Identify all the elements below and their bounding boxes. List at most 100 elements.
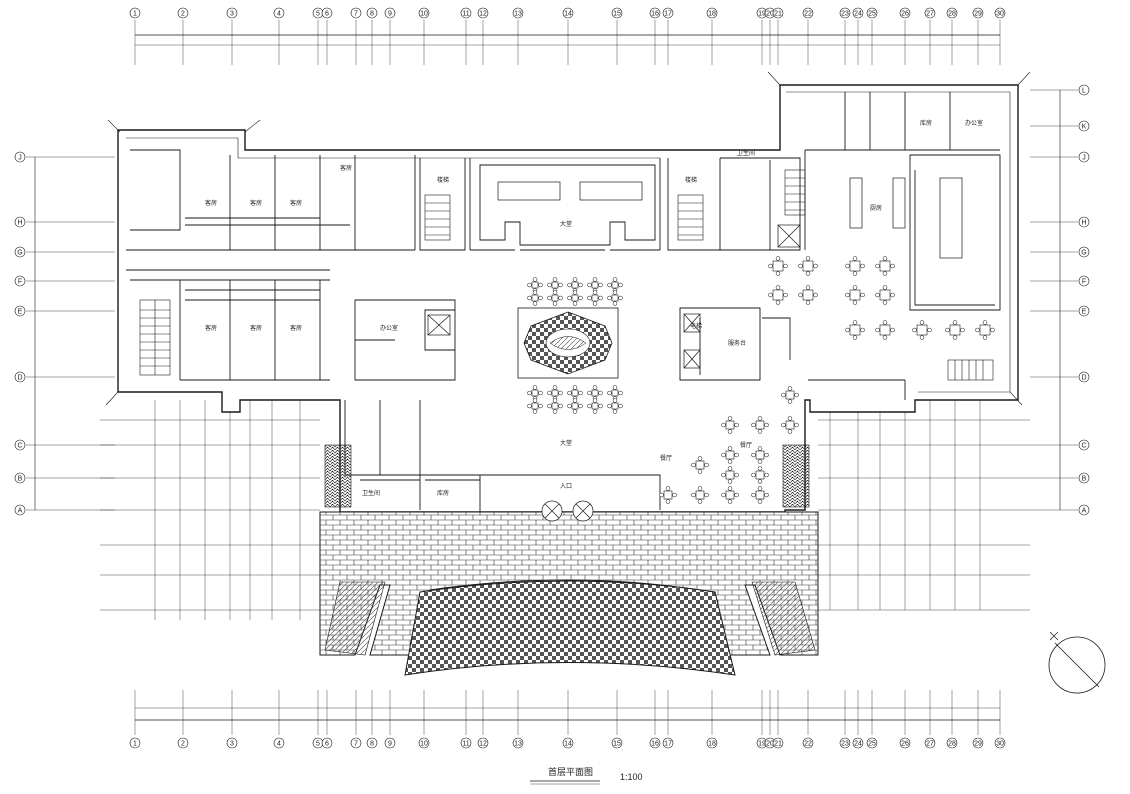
axis-label: 25: [868, 741, 876, 748]
axis-label: 5: [316, 741, 320, 748]
room-label-office: 办公室: [965, 119, 983, 127]
room-labels: 客房 客房 客房 客房 客房 客房 客房 楼梯 大堂 楼梯 厨房 库房 办公室 …: [205, 119, 983, 497]
axis-label: 15: [613, 741, 621, 748]
axis-label: 2: [181, 11, 185, 18]
axis-label: 16: [651, 11, 659, 18]
axis-bubble: [129, 7, 141, 19]
axis-label: 25: [868, 11, 876, 18]
axis-label: 23: [841, 741, 849, 748]
table-icon: [527, 277, 543, 293]
table-icon: [945, 320, 965, 340]
axis-label: 22: [804, 11, 812, 18]
axis-label: 10: [420, 741, 428, 748]
axis-label: J: [1082, 155, 1086, 162]
room-label-lobby: 大堂: [560, 220, 572, 228]
axis-label: 14: [564, 741, 572, 748]
room-label-kitchen: 厨房: [870, 204, 882, 212]
table-icon: [691, 456, 709, 474]
axis-label: G: [17, 250, 22, 257]
room-label-guest-1: 客房: [205, 199, 217, 207]
room-label-lobby-2: 大堂: [560, 439, 572, 447]
table-icon: [798, 256, 818, 276]
table-icon: [781, 416, 799, 434]
room-label-guest-3: 客房: [290, 199, 302, 207]
room-label-elevator: 电梯: [690, 322, 702, 330]
axis-bubble: [649, 7, 661, 19]
table-icon: [567, 385, 583, 401]
table-icon: [751, 416, 769, 434]
axis-label: 19: [758, 741, 766, 748]
axis-bubble: [839, 7, 851, 19]
room-label-stair-2: 楼梯: [685, 176, 697, 184]
entrance-plaza: [319, 444, 819, 676]
drawing-scale: 1:100: [620, 772, 643, 782]
axis-bubble: [418, 7, 430, 19]
table-icon: [567, 290, 583, 306]
axis-label: 9: [388, 11, 392, 18]
axis-label: 28: [948, 741, 956, 748]
axis-label: 20: [766, 741, 774, 748]
axis-label: 14: [564, 11, 572, 18]
axis-bubble: [350, 7, 362, 19]
axis-bubble: [226, 7, 238, 19]
axis-label: 7: [354, 11, 358, 18]
elevator-icon: [427, 224, 801, 369]
axis-label: J: [18, 155, 22, 162]
axis-label: B: [18, 476, 23, 483]
axis-bubble: [177, 7, 189, 19]
room-label-guest-5: 客房: [205, 324, 217, 332]
room-label-guest-2: 客房: [250, 199, 262, 207]
axis-label: 1: [133, 11, 137, 18]
table-icon: [875, 256, 895, 276]
axis-label: 18: [708, 741, 716, 748]
room-label-entrance: 入口: [560, 483, 572, 490]
axis-label: 21: [774, 11, 782, 18]
axis-label: L: [1082, 88, 1086, 95]
axis-label: 4: [277, 741, 281, 748]
axis-label: 6: [325, 741, 329, 748]
table-icon: [845, 285, 865, 305]
axis-label: 9: [388, 741, 392, 748]
axis-label: 28: [948, 11, 956, 18]
axis-label: 27: [926, 11, 934, 18]
axis-label: 30: [996, 11, 1004, 18]
room-label-guest-7: 客房: [290, 324, 302, 332]
table-icon: [527, 385, 543, 401]
axis-label: H: [1081, 220, 1086, 227]
table-icon: [587, 398, 603, 414]
axis-label: 29: [974, 741, 982, 748]
axis-label: 20: [766, 11, 774, 18]
table-icon: [768, 285, 788, 305]
axis-bubble: [802, 7, 814, 19]
table-icon: [721, 466, 739, 484]
axis-label: 30: [996, 741, 1004, 748]
axis-label: 12: [479, 11, 487, 18]
table-icon: [607, 398, 623, 414]
atrium-feature: [517, 307, 619, 379]
axis-label: E: [18, 309, 23, 316]
axis-bubble: [321, 7, 333, 19]
drawing-title: 首层平面图: [548, 766, 593, 777]
axis-bubble: [946, 7, 958, 19]
room-label-restaurant-2: 餐厅: [740, 441, 752, 449]
axis-bubble: [562, 7, 574, 19]
axis-label: 17: [664, 11, 672, 18]
axis-bubble: [512, 7, 524, 19]
axis-label: K: [1082, 124, 1087, 131]
table-icon: [567, 398, 583, 414]
axis-label: F: [1082, 279, 1086, 286]
axis-label: D: [1081, 375, 1086, 382]
table-icon: [845, 256, 865, 276]
axis-label: 3: [230, 11, 234, 18]
axis-label: H: [17, 220, 22, 227]
axis-label: 3: [230, 741, 234, 748]
room-label-storage: 库房: [920, 119, 932, 127]
axis-label: 23: [841, 11, 849, 18]
axis-label: 19: [758, 11, 766, 18]
axis-bubble: [366, 7, 378, 19]
table-icon: [659, 486, 677, 504]
table-icon: [547, 290, 563, 306]
room-label-restaurant: 餐厅: [660, 454, 672, 462]
axis-label: 26: [901, 741, 909, 748]
